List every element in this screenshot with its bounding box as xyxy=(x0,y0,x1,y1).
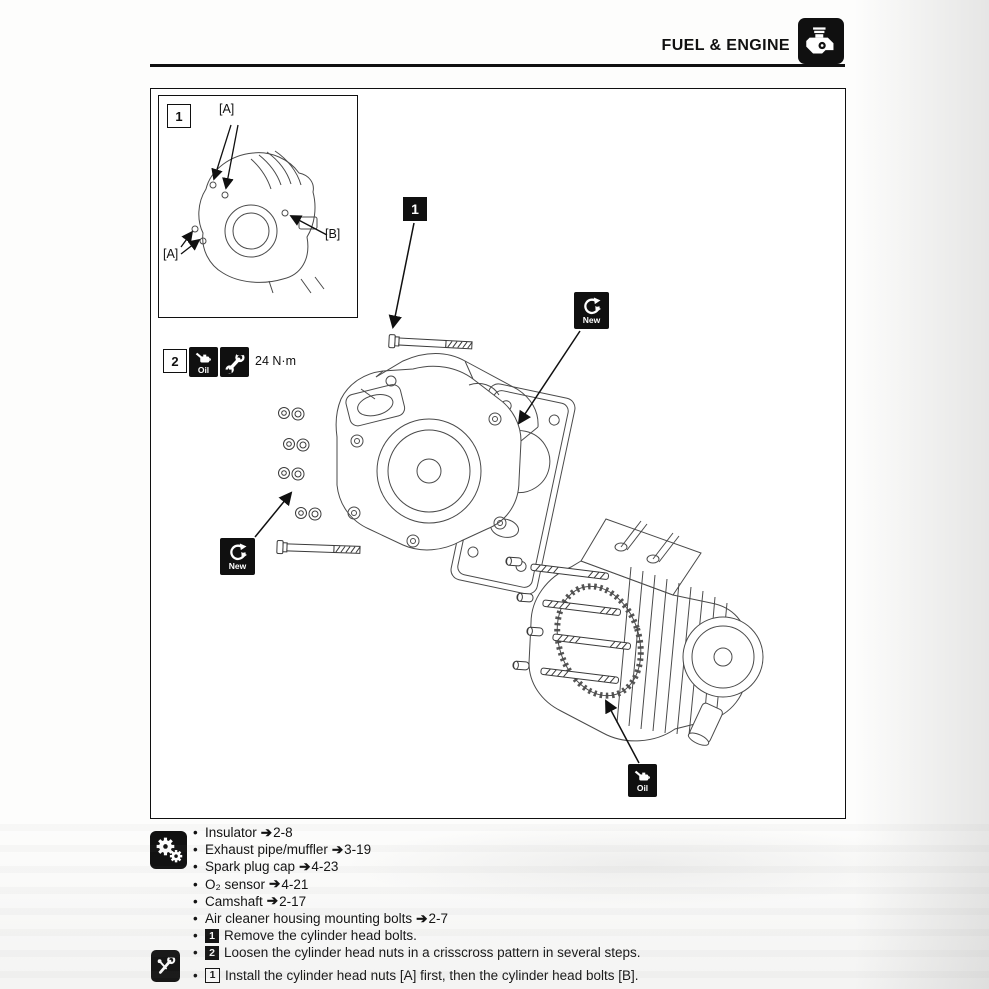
bullet: • xyxy=(193,859,198,875)
note-ref: 3-19 xyxy=(344,842,372,858)
new-label: New xyxy=(582,315,601,325)
engine-chapter-icon xyxy=(798,18,844,64)
oil-can-icon xyxy=(634,770,650,781)
ref-arrow-icon: ➔ xyxy=(299,858,311,874)
new-badge-top: New xyxy=(574,292,609,329)
callout-1-badge: 1 xyxy=(403,197,427,221)
tools-icon xyxy=(157,954,176,974)
bullet: • xyxy=(193,876,198,892)
note-text: Spark plug cap xyxy=(205,859,296,875)
label-b: [B] xyxy=(325,227,341,241)
bullet: • xyxy=(193,911,198,927)
note-item: • Spark plug cap ➔ 4-23 xyxy=(193,858,838,875)
procedure-note-icon xyxy=(151,950,180,982)
inset-number-box: 1 xyxy=(167,104,191,128)
note-ref: 2-17 xyxy=(279,893,307,909)
wrench-icon xyxy=(225,351,245,374)
inset-figure xyxy=(158,95,358,318)
install-note: • 1 Install the cylinder head nuts [A] f… xyxy=(193,967,838,984)
ref-arrow-icon: ➔ xyxy=(416,910,428,926)
removal-notes-list: • Insulator ➔ 2-8 • Exhaust pipe/muffler… xyxy=(193,824,838,984)
step-2-box: 2 xyxy=(163,349,187,373)
ref-arrow-icon: ➔ xyxy=(331,841,344,857)
note-item: • O₂ sensor ➔ 4-21 xyxy=(193,876,838,893)
label-a-top: [A] xyxy=(219,102,235,116)
note-ref: 4-23 xyxy=(311,859,339,875)
step-item: • 2 Loosen the cylinder head nuts in a c… xyxy=(193,944,838,961)
ref-arrow-icon: ➔ xyxy=(266,893,279,909)
new-badge-left: New xyxy=(220,538,255,575)
note-ref: 2-7 xyxy=(428,911,448,927)
install-text: Install the cylinder head nuts [A] first… xyxy=(225,967,639,983)
note-ref: 4-21 xyxy=(281,876,309,892)
bullet: • xyxy=(193,825,198,841)
note-text: Air cleaner housing mounting bolts xyxy=(205,911,413,927)
note-item: • Exhaust pipe/muffler ➔ 3-19 xyxy=(193,841,838,858)
ref-arrow-icon: ➔ xyxy=(269,876,281,892)
note-item: • Insulator ➔ 2-8 xyxy=(193,824,838,841)
torque-value: 24 N·m xyxy=(255,354,296,368)
bullet: • xyxy=(193,967,198,983)
ref-arrow-icon: ➔ xyxy=(260,824,273,840)
bullet: • xyxy=(193,945,198,961)
step-number-badge: 2 xyxy=(205,945,219,960)
oil-label: Oil xyxy=(197,364,210,375)
recycle-icon xyxy=(584,297,601,315)
oil-label: Oil xyxy=(636,783,649,793)
step-text: Loosen the cylinder head nuts in a criss… xyxy=(224,945,641,961)
step-item: • 1 Remove the cylinder head bolts. xyxy=(193,927,838,944)
step-text: Remove the cylinder head bolts. xyxy=(224,928,417,944)
note-item: • Camshaft ➔ 2-17 xyxy=(193,893,838,910)
technical-notes-icon xyxy=(150,831,187,869)
wrench-badge xyxy=(220,347,249,377)
bullet: • xyxy=(193,928,198,944)
oil-can-icon xyxy=(195,352,211,362)
install-number-box: 1 xyxy=(205,967,220,983)
oil-badge-bottom: Oil xyxy=(628,764,657,797)
note-text: Camshaft xyxy=(205,893,263,909)
engine-line-art xyxy=(180,124,764,764)
note-text: Insulator xyxy=(205,825,257,841)
label-a-bottom: [A] xyxy=(163,247,179,261)
page-title: FUEL & ENGINE xyxy=(661,37,790,54)
note-text: O₂ sensor xyxy=(205,876,266,892)
oil-badge: Oil xyxy=(189,347,218,377)
engine-icon xyxy=(806,27,834,54)
note-text: Exhaust pipe/muffler xyxy=(205,842,328,858)
step-number-badge: 1 xyxy=(205,928,219,943)
gears-icon xyxy=(156,837,182,863)
figure-box: 1 [A] [A] [B] 1 2 Oil xyxy=(150,88,846,819)
new-label: New xyxy=(228,561,247,571)
bullet: • xyxy=(193,893,198,909)
recycle-icon xyxy=(230,543,247,561)
note-ref: 2-8 xyxy=(273,825,293,841)
note-item: • Air cleaner housing mounting bolts ➔ 2… xyxy=(193,910,838,927)
header-divider xyxy=(150,64,845,67)
bullet: • xyxy=(193,842,198,858)
